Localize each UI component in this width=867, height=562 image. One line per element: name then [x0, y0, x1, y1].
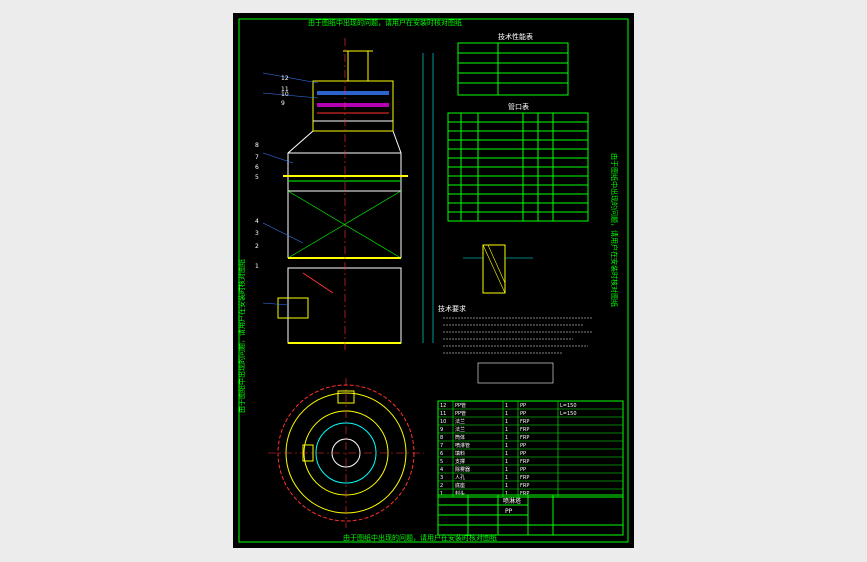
- bom-cell-qty: 1: [505, 483, 508, 489]
- callout-11: 11: [281, 86, 289, 93]
- bom-cell-no: 4: [440, 467, 443, 473]
- callout-1: 1: [255, 263, 259, 270]
- callout-10: 10: [281, 91, 289, 98]
- bom-cell-no: 9: [440, 427, 443, 433]
- bom-cell-no: 2: [440, 483, 443, 489]
- header-banner: 由于图纸中出现的问题，请用户在安装时核对图纸: [308, 18, 462, 27]
- tech-performance-table: 技术性能表: [457, 32, 569, 96]
- bom-cell-no: 10: [440, 419, 446, 425]
- bom-cell-mat: PP: [520, 451, 526, 457]
- bom-cell-name: 底座: [455, 482, 465, 489]
- bom-cell-note: L=150: [560, 403, 577, 409]
- bom-cell-no: 3: [440, 475, 443, 481]
- callout-9: 9: [281, 100, 285, 107]
- bom-cell-qty: 1: [505, 435, 508, 441]
- bom-cell-mat: FRP: [520, 491, 529, 497]
- bom-cell-name: 填料: [455, 450, 465, 457]
- bom-cell-no: 1: [440, 491, 443, 497]
- callout-5: 5: [255, 174, 259, 181]
- bottom-watermark: 由于图纸中出现的问题，请用户在安装时核对图纸: [343, 533, 497, 542]
- bom-cell-mat: FRP: [520, 419, 529, 425]
- bom-cell-name: 筒体: [455, 434, 465, 441]
- bom-cell-mat: PP: [520, 403, 526, 409]
- flange-detail: [463, 244, 533, 294]
- callout-2: 2: [255, 243, 259, 250]
- bom-cell-name: 除雾器: [455, 466, 470, 473]
- tech-table-title: 技术性能表: [498, 32, 533, 41]
- title-block-sub: PP: [505, 508, 513, 515]
- bom-cell-mat: FRP: [520, 435, 529, 441]
- tower-plan-view: [268, 378, 424, 528]
- callout-7: 7: [255, 154, 259, 161]
- bom-cell-qty: 1: [505, 491, 508, 497]
- bom-cell-name: PP管: [455, 410, 466, 417]
- bom-cell-no: 8: [440, 435, 443, 441]
- tower-elevation: [262, 38, 434, 353]
- bom-cell-qty: 1: [505, 459, 508, 465]
- callout-12: 12: [281, 75, 289, 82]
- bom-cell-qty: 1: [505, 403, 508, 409]
- bom-cell-name: 法兰: [455, 418, 465, 425]
- bom-cell-name: 封头: [455, 490, 465, 497]
- bom-cell-no: 5: [440, 459, 443, 465]
- right-watermark: 由于图纸中出现的问题，请用户在安装时核对图纸: [610, 153, 619, 307]
- bom-cell-name: 人孔: [455, 474, 465, 481]
- title-block-name: 喷淋塔: [503, 497, 521, 505]
- bom-cell-name: 支撑: [455, 458, 465, 465]
- bom-cell-mat: PP: [520, 443, 526, 449]
- tech-notes: 技术要求: [438, 304, 593, 384]
- bom-cell-name: 法兰: [455, 426, 465, 433]
- cad-drawing: 由于图纸中出现的问题，请用户在安装时核对图纸 由于图纸中出现的问题，请用户在安装…: [237, 18, 629, 543]
- bom-cell-qty: 1: [505, 443, 508, 449]
- bom-cell-no: 6: [440, 451, 443, 457]
- bom-cell-mat: PP: [520, 411, 526, 417]
- bom-cell-mat: FRP: [520, 459, 529, 465]
- bom-cell-qty: 1: [505, 427, 508, 433]
- bom-cell-no: 11: [440, 411, 446, 417]
- pipe-table-title: 管口表: [508, 102, 529, 111]
- callout-3: 3: [255, 230, 259, 237]
- bom-cell-note: L=150: [560, 411, 577, 417]
- bom-cell-qty: 1: [505, 419, 508, 425]
- bom-cell-qty: 1: [505, 451, 508, 457]
- callout-4: 4: [255, 218, 259, 225]
- callout-numbers: 12 11 10 9 8 7 6 5 4 3 2 1: [255, 75, 289, 270]
- bom-cell-mat: PP: [520, 467, 526, 473]
- callout-6: 6: [255, 164, 259, 171]
- left-watermark: 由于图纸中出现的问题，请用户在安装时核对图纸: [237, 259, 246, 413]
- bom-cell-qty: 1: [505, 411, 508, 417]
- bom-cell-mat: FRP: [520, 475, 529, 481]
- bom-cell-mat: FRP: [520, 427, 529, 433]
- bom-cell-mat: FRP: [520, 483, 529, 489]
- bom-cell-name: 喷淋管: [455, 442, 470, 449]
- tech-notes-title: 技术要求: [438, 304, 466, 313]
- bom-cell-qty: 1: [505, 467, 508, 473]
- title-block: 喷淋塔 PP: [437, 494, 624, 536]
- pipe-nozzle-table: 管口表: [447, 102, 589, 222]
- drawing-frame: [238, 18, 629, 543]
- bom-cell-no: 7: [440, 443, 443, 449]
- bom-cell-no: 12: [440, 403, 446, 409]
- drawing-sheet[interactable]: 由于图纸中出现的问题，请用户在安装时核对图纸 由于图纸中出现的问题，请用户在安装…: [233, 13, 634, 548]
- bom-cell-name: PP管: [455, 402, 466, 409]
- bom-cell-qty: 1: [505, 475, 508, 481]
- callout-8: 8: [255, 142, 259, 149]
